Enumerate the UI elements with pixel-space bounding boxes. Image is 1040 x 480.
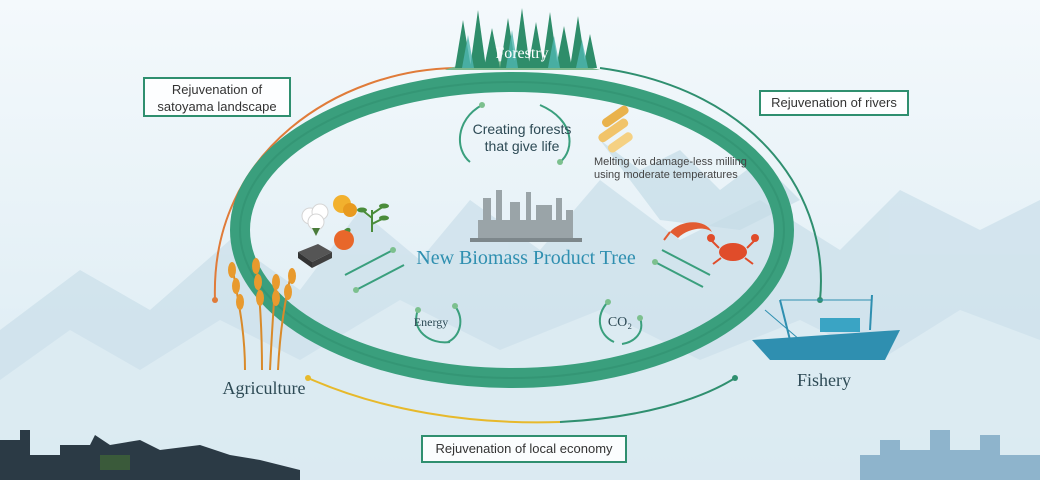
charcoal-block-icon [298,244,332,268]
satoyama-box-line1: Rejuvenation of [171,82,263,97]
fish-connector-2 [654,261,704,288]
right-village-silhouette [860,430,1040,480]
milling-text-line2: using moderate temperatures [594,169,738,181]
orange-icon [334,227,354,250]
crab-icon [707,234,759,265]
rivers-box-text: Rejuvenation of rivers [771,95,897,110]
energy-arc-dot-2 [452,303,458,309]
energy-arc-dot [415,307,421,313]
forestry-label: Forestry [495,45,548,62]
forests-arc-right [539,104,571,163]
rivers-arc [599,67,822,301]
co2-arc-left [598,301,615,343]
agri-connector-dot-2 [353,287,359,293]
biomass-cycle-ring-edge [239,81,785,379]
co2-label: CO₂ [608,315,632,330]
forests-text-line1: Creating forests [473,121,572,137]
agriculture-label: Agriculture [223,378,306,398]
forests-arc-right-dot [557,159,563,165]
forests-arc-left [458,104,483,163]
economy-arc-dot-right [732,375,738,381]
flower-icon [333,195,357,217]
rivers-box: Rejuvenation of rivers [759,90,909,116]
economy-arc-left [307,377,561,424]
forest-icon [445,8,600,70]
cotton-icon [301,203,329,236]
co2-arc-dot-2 [637,315,643,321]
economy-box-text: Rejuvenation of local economy [435,441,613,456]
satoyama-arc-dot [212,297,218,303]
center-title: New Biomass Product Tree [416,247,636,269]
factory-icon [470,190,582,242]
agri-connector-2 [355,264,405,291]
energy-label: Energy [414,315,448,329]
biomass-cycle-ring [230,72,794,388]
satoyama-box: Rejuvenation of satoyama landscape [143,77,291,117]
fish-connector-dot [652,259,658,265]
wheat-icon [228,258,296,371]
cellulose-rolls-icon [598,105,633,153]
energy-arc-left [415,309,451,344]
economy-arc-right [559,377,736,423]
energy-arc-right [447,305,462,343]
fish-connector-1 [661,249,711,276]
left-village-silhouette [0,430,300,480]
forests-text-line2: that give life [485,138,560,154]
shrimp-icon [663,222,712,241]
herb-icon [357,203,389,232]
economy-box: Rejuvenation of local economy [421,435,627,463]
fishing-boat-icon [752,294,900,360]
agri-connector-dot [390,247,396,253]
fishery-label: Fishery [797,370,851,390]
agri-connector-1 [344,249,394,276]
co2-arc-right [621,317,643,345]
milling-text-line1: Melting via damage-less milling [594,156,747,168]
co2-arc-dot [605,299,611,305]
forests-arc-left-dot [479,102,485,108]
satoyama-box-line2: satoyama landscape [157,99,277,114]
economy-arc-dot-left [305,375,311,381]
satoyama-arc [213,67,456,301]
